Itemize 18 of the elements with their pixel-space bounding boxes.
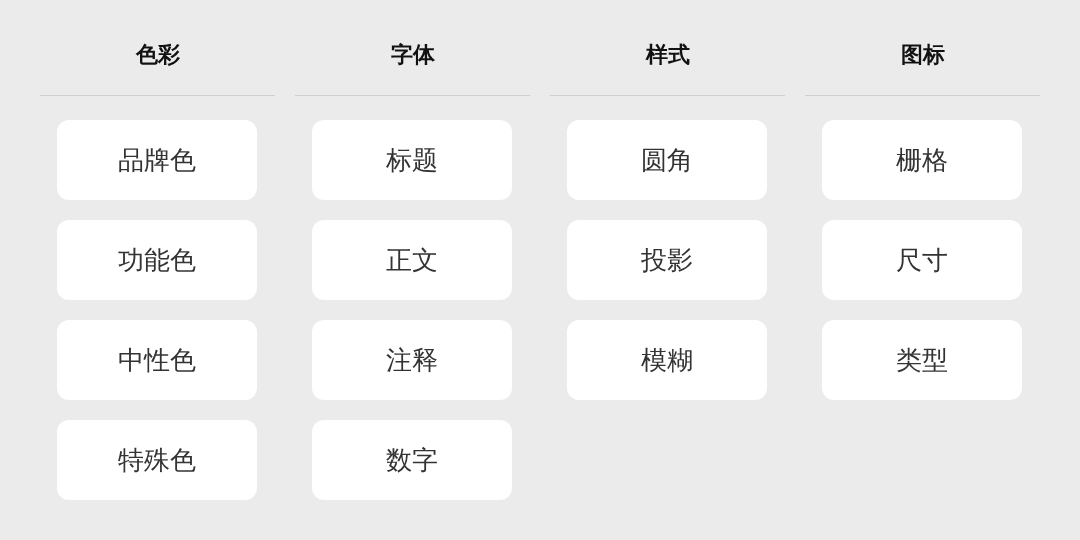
card-label: 尺寸 (896, 244, 948, 276)
column-heading: 样式 (645, 41, 690, 69)
card-label: 正文 (386, 244, 438, 276)
card-label: 数字 (386, 444, 438, 476)
card-label: 中性色 (118, 344, 196, 376)
card-label: 功能色 (118, 244, 196, 276)
column-heading: 图标 (900, 41, 945, 69)
card-label: 品牌色 (118, 144, 196, 176)
column-heading: 色彩 (135, 41, 180, 69)
card-label: 注释 (386, 344, 438, 376)
card-label: 圆角 (641, 144, 693, 176)
card-label: 类型 (896, 344, 948, 376)
column-heading: 字体 (390, 41, 435, 69)
card-label: 栅格 (896, 144, 948, 176)
card-label: 特殊色 (118, 444, 196, 476)
card-label: 模糊 (641, 344, 693, 376)
card-label: 标题 (386, 144, 438, 176)
card-label: 投影 (641, 244, 693, 276)
